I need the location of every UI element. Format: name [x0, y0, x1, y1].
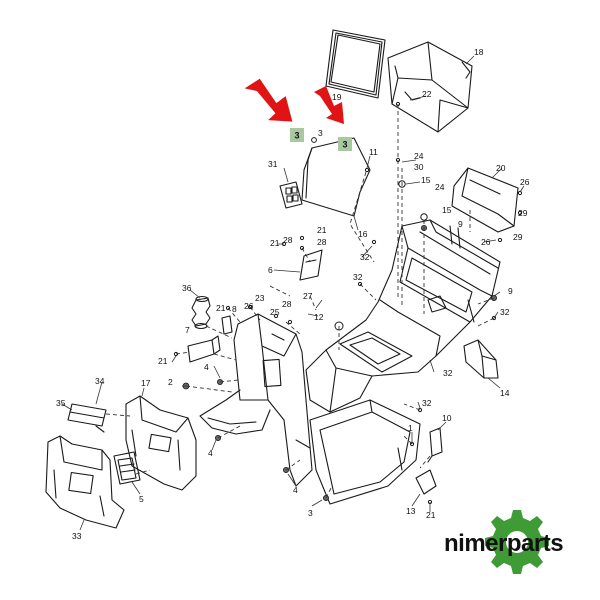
callout: 6	[268, 265, 273, 275]
callout: 32	[500, 307, 510, 317]
part-20-bracket	[451, 167, 519, 233]
callout: 29	[518, 208, 528, 218]
highlight-arrows	[244, 78, 344, 124]
part-34-bar	[67, 403, 107, 433]
callout: 15	[442, 205, 452, 215]
callout: 16	[358, 229, 368, 239]
gear-icon	[485, 510, 549, 574]
part-16-panel	[301, 137, 371, 217]
callout: 34	[95, 376, 105, 386]
highlight-tag-right: 3	[342, 140, 347, 150]
callout: 25	[270, 307, 280, 317]
part-8-bracket	[221, 315, 233, 335]
callout: 28	[283, 235, 293, 245]
leader-lines	[61, 55, 525, 531]
callout: 28	[282, 299, 292, 309]
callout: 32	[360, 252, 370, 262]
callout: 22	[422, 89, 432, 99]
callout: 26	[244, 301, 254, 311]
callout: 18	[474, 47, 484, 57]
callout: 10	[442, 413, 452, 423]
callout: 24	[414, 151, 424, 161]
callout: 31	[268, 159, 278, 169]
callout: 20	[496, 163, 506, 173]
part-19-frame	[325, 29, 386, 99]
callout: 1	[408, 423, 413, 433]
callout: 21	[317, 225, 327, 235]
part-5-grille	[113, 451, 141, 485]
callout: 2	[168, 377, 173, 387]
part-18-housing	[387, 41, 473, 133]
callout: 3	[318, 128, 323, 138]
part-14-step	[463, 339, 499, 379]
callout: 30	[414, 162, 424, 172]
callout: 27	[303, 291, 313, 301]
callout: 23	[255, 293, 265, 303]
callout: 13	[406, 506, 416, 516]
callout: 21	[216, 303, 226, 313]
floor-pan	[309, 399, 421, 505]
main-frame	[305, 219, 501, 413]
callout: 21	[158, 356, 168, 366]
part-6-plate	[299, 249, 323, 281]
callout: 28	[317, 237, 327, 247]
callout: 17	[141, 378, 151, 388]
callout: 21	[426, 510, 436, 520]
callout: 19	[332, 92, 342, 102]
highlight-tag-left: 3	[294, 131, 299, 141]
part-17-side-panel	[125, 395, 197, 491]
brand-logo: nimerparts	[444, 510, 564, 574]
callout: 7	[185, 325, 190, 335]
highlight-tag-box-left	[290, 128, 304, 142]
callout: 21	[270, 238, 280, 248]
part-7-bracket	[187, 335, 221, 363]
callout: 8	[232, 304, 237, 314]
part-13-bracket	[415, 469, 437, 495]
callout: 36	[182, 283, 192, 293]
left-side-wall	[199, 313, 313, 487]
callout: 32	[353, 272, 363, 282]
highlight-tag-box-right	[338, 137, 352, 151]
part-36-boot	[191, 295, 211, 330]
callout: 9	[508, 286, 513, 296]
red-arrow-left	[244, 78, 293, 122]
red-arrow-right	[314, 86, 344, 124]
callout: 15	[421, 175, 431, 185]
part-10-bracket	[427, 427, 443, 463]
callout: 35	[56, 398, 66, 408]
callout: 26	[520, 177, 530, 187]
callout: 33	[72, 531, 82, 541]
callout: 9	[458, 219, 463, 229]
highlight-tags: 3 3	[290, 128, 352, 151]
callout: 3	[308, 508, 313, 518]
part-31-grille	[279, 181, 303, 209]
part-33-large-panel	[45, 435, 125, 529]
callout: 29	[513, 232, 523, 242]
callout: 4	[208, 448, 213, 458]
hardware	[173, 101, 523, 505]
callout: 4	[293, 485, 298, 495]
callout: 26	[481, 237, 491, 247]
assembly-lines	[105, 104, 495, 499]
callout: 24	[435, 182, 445, 192]
callout: 11	[369, 147, 378, 157]
callout-labels: 18 19 22 3 11 31 16 24 30 15 24 15 20 26…	[56, 47, 530, 541]
callout: 32	[422, 398, 432, 408]
callout: 12	[314, 312, 324, 322]
callout: 4	[204, 362, 209, 372]
callout: 14	[500, 388, 510, 398]
callout: 5	[139, 494, 144, 504]
brand-name: nimerparts	[444, 530, 563, 557]
callout: 32	[443, 368, 453, 378]
